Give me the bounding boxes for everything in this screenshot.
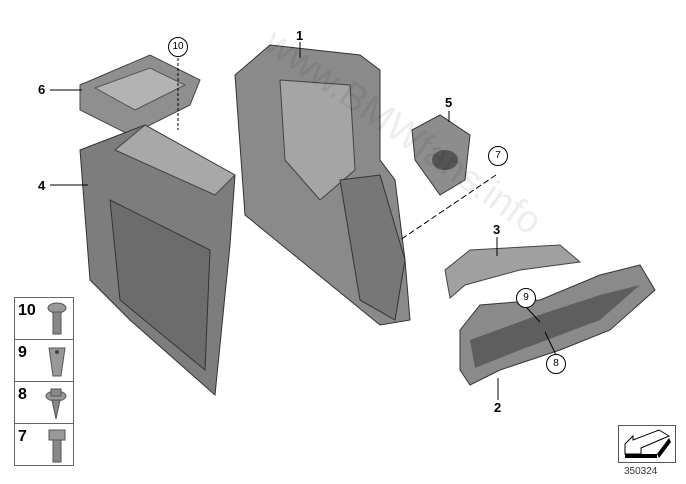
part-3-trim: [444, 244, 582, 299]
legend-row-10: 10: [15, 298, 73, 340]
leader-7: [399, 174, 497, 241]
diagram-id: 350324: [624, 466, 658, 477]
callout-3: 3: [493, 222, 501, 237]
hex-bolt-icon: [48, 429, 66, 463]
tapping-screw-icon: [45, 388, 67, 420]
legend-number: 8: [18, 386, 27, 403]
legend-row-8: 8: [15, 382, 73, 424]
part-4-housing: [79, 124, 236, 397]
legend-number: 9: [18, 344, 27, 361]
legend-row-7: 7: [15, 424, 73, 465]
legend-number: 7: [18, 428, 27, 445]
callout-2: 2: [494, 400, 502, 415]
callout-7: 7: [488, 146, 508, 166]
callout-4: 4: [38, 178, 46, 193]
callout-9: 9: [516, 288, 536, 308]
callout-8: 8: [546, 354, 566, 374]
clip-nut-icon: [48, 347, 66, 377]
orientation-arrow-box: [618, 425, 676, 463]
callout-6: 6: [38, 82, 46, 97]
orientation-arrow-icon: [624, 429, 671, 458]
callout-10: 10: [168, 37, 188, 57]
callout-1: 1: [296, 28, 304, 43]
screw-icon: [47, 302, 67, 335]
legend-row-9: 9: [15, 340, 73, 382]
legend-number: 10: [18, 302, 36, 319]
leader-8: [544, 331, 557, 356]
fastener-legend: 10 9 8 7: [14, 297, 74, 466]
leader-9: [525, 306, 541, 323]
callout-5: 5: [445, 95, 453, 110]
part-6-bracket: [79, 54, 201, 136]
part-1-carrier: [234, 44, 411, 326]
part-5-cover: [411, 114, 471, 196]
